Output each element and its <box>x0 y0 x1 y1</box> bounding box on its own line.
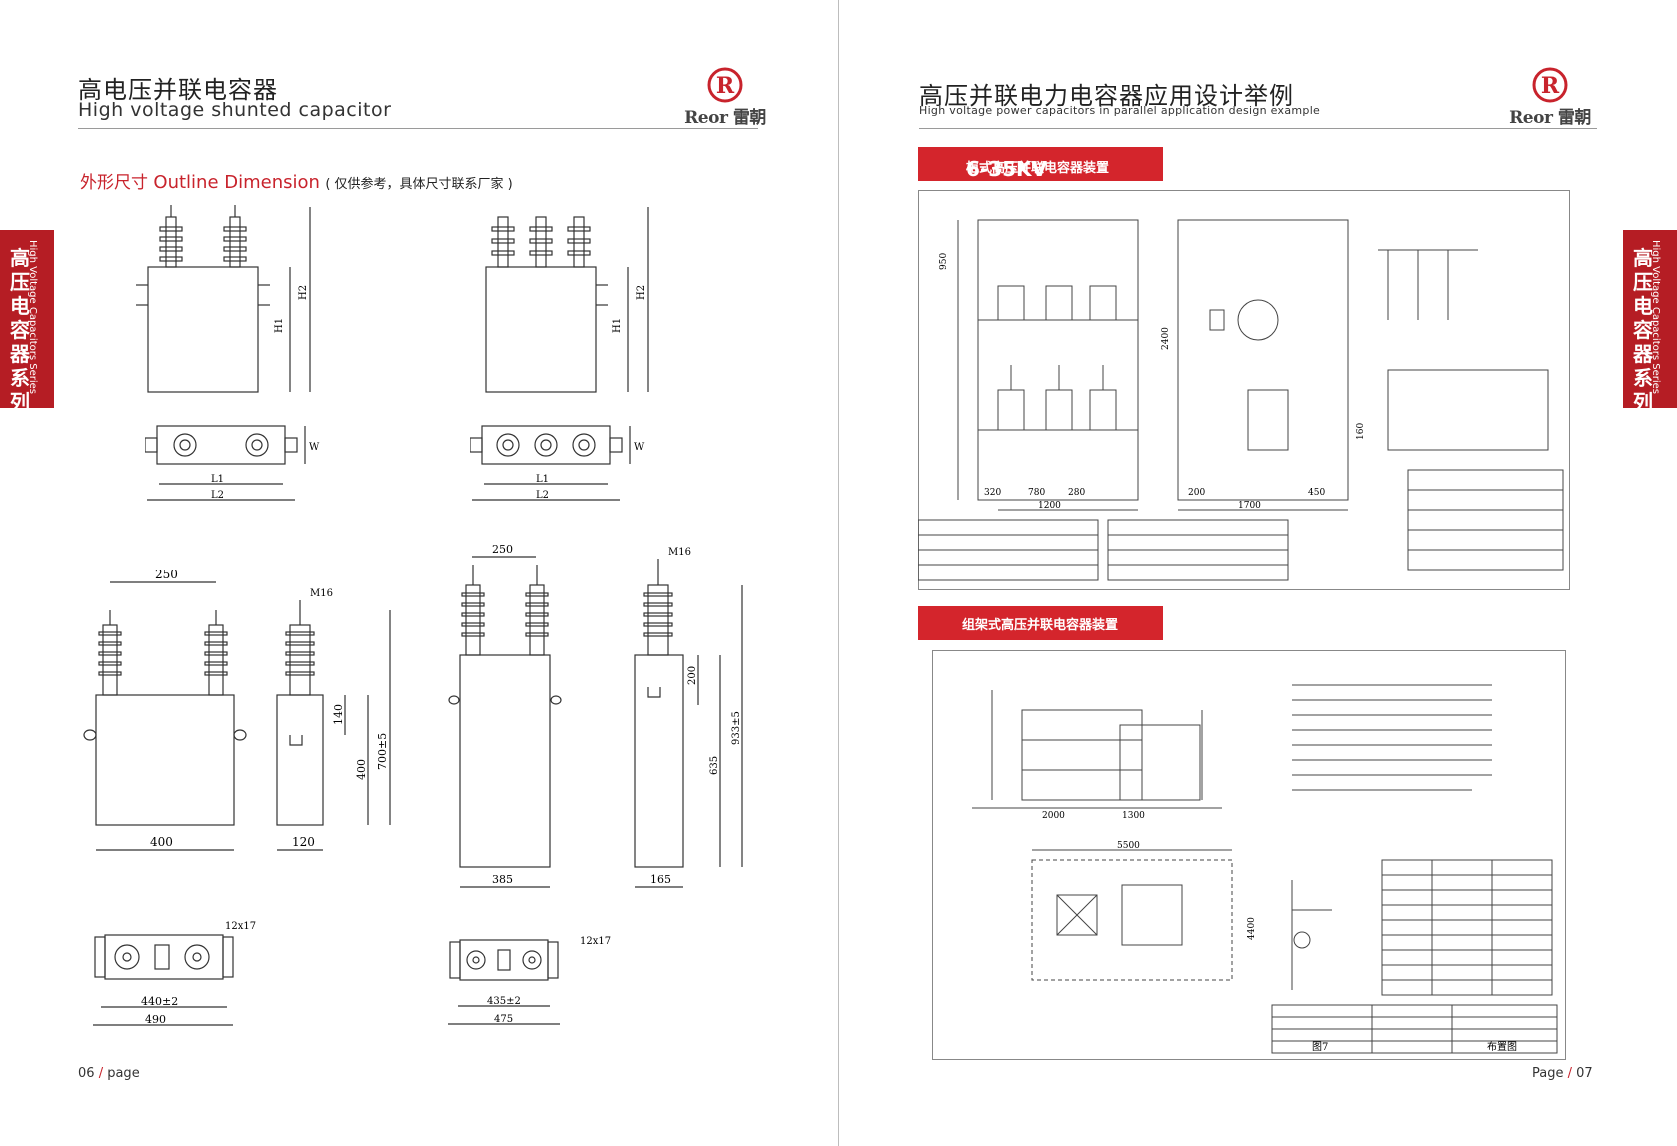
dim-120: 120 <box>292 835 315 849</box>
svg-text:R: R <box>1541 73 1560 99</box>
banner-title-2: 组架式高压并联电容器装置 <box>962 618 1119 633</box>
spine-divider <box>838 0 839 1146</box>
capacitor-2-bushing-front: H1 H2 <box>136 205 311 393</box>
dim-165: 165 <box>650 873 671 886</box>
page-title-cn: 高压并联电力电容器应用设计举例 <box>919 82 1294 110</box>
dim-140: 140 <box>332 704 345 725</box>
dim-m16-b: M16 <box>668 547 691 558</box>
logo-text: Reor 雷朝 <box>1509 108 1591 128</box>
banner-title: 柜式高压并联电容器装置 <box>966 161 1110 176</box>
dim-780: 780 <box>1028 488 1045 498</box>
dim-933: 933±5 <box>731 711 742 745</box>
capacitor-400-plan: 12x17 440±2 490 <box>93 921 256 1026</box>
label-h2: H2 <box>298 285 309 300</box>
label-w: W <box>309 442 320 453</box>
dim-200-r: 200 <box>1188 488 1205 498</box>
page-number-right: Page / 07 <box>1532 1066 1593 1081</box>
logo-text: Reor 雷朝 <box>684 108 766 128</box>
label-l2: L2 <box>211 490 224 501</box>
header-rule <box>78 128 758 129</box>
dim-5500: 5500 <box>1117 841 1140 851</box>
logo-r-icon: R <box>707 67 743 103</box>
capacitor-400-front-side: 250 400 120 M16 140 400 700±5 <box>83 570 391 851</box>
section-note: ( 仅供参考，具体尺寸联系厂家 ) <box>325 177 513 192</box>
side-tab-en: High Voltage Capacitors Series <box>1650 240 1661 395</box>
side-tab-left: 高压电容器系列 High Voltage Capacitors Series <box>0 230 54 414</box>
right-page: 高压并联电力电容器应用设计举例 High voltage power capac… <box>839 0 1677 1146</box>
page-title-en: High voltage shunted capacitor <box>78 99 392 121</box>
dim-440: 440±2 <box>141 995 178 1008</box>
dim-1300: 1300 <box>1122 811 1145 821</box>
dim-1700: 1700 <box>1238 501 1261 511</box>
capacitor-3-bushing-front: H1 H2 <box>485 207 649 393</box>
section-title-cn: 外形尺寸 <box>80 173 148 193</box>
dim-700: 700±5 <box>376 733 389 770</box>
header-rule <box>919 128 1597 129</box>
capacitor-3-bushing-top: L1 L2 W <box>470 425 645 501</box>
layout-label: 布置图 <box>1487 1041 1517 1053</box>
dim-320: 320 <box>984 488 1001 498</box>
label-h1: H1 <box>274 318 285 333</box>
dim-12x17-b: 12x17 <box>580 936 611 947</box>
brand-logo: R Reor 雷朝 <box>680 65 770 128</box>
label-l1-b: L1 <box>536 474 549 485</box>
dim-400-v: 400 <box>355 759 368 780</box>
capacitor-385-plan: 12x17 435±2 475 <box>448 936 611 1025</box>
side-tab-right: 高压电容器系列 High Voltage Capacitors Series <box>1623 230 1677 414</box>
dim-385: 385 <box>492 873 513 886</box>
section-title-en: Outline Dimension <box>153 172 320 193</box>
capacitor-2-bushing-top: L1 L2 W <box>145 425 320 501</box>
dim-435: 435±2 <box>487 996 521 1007</box>
dim-475: 475 <box>494 1014 513 1025</box>
section-heading: 外形尺寸 Outline Dimension ( 仅供参考，具体尺寸联系厂家 ) <box>80 168 513 193</box>
page-number: 07 <box>1576 1066 1593 1081</box>
dim-m16: M16 <box>310 588 333 599</box>
dim-400: 400 <box>150 835 173 849</box>
dim-2000: 2000 <box>1042 811 1065 821</box>
left-page: 高电压并联电容器 High voltage shunted capacitor … <box>0 0 838 1146</box>
dim-280: 280 <box>1068 488 1085 498</box>
cabinet-drawing: 950 2400 1200 1700 320 780 280 450 200 1… <box>918 190 1570 590</box>
dim-635: 635 <box>709 756 720 775</box>
dim-2400: 2400 <box>1161 327 1171 350</box>
dim-200: 200 <box>687 666 698 685</box>
bushing <box>159 205 183 268</box>
label-l1: L1 <box>211 474 224 485</box>
capacitor-385-front-side: 250 385 165 M16 200 635 933±5 <box>448 545 743 888</box>
page-number-left: 06 / page <box>78 1066 140 1081</box>
rack-drawing: 5500 1300 2000 4400 图7 布置图 <box>932 650 1566 1060</box>
brand-logo: R Reor 雷朝 <box>1505 65 1595 128</box>
dim-950: 950 <box>939 253 949 270</box>
banner-cabinet-type: 6-35KV 柜式高压并联电容器装置 <box>918 147 1163 181</box>
dim-490: 490 <box>145 1013 166 1026</box>
banner-voltage: 6-35KV <box>966 157 1048 181</box>
figure-label: 图7 <box>1312 1041 1328 1053</box>
page-number: 06 <box>78 1066 95 1081</box>
dim-160: 160 <box>1356 423 1366 440</box>
label-h1-b: H1 <box>612 318 623 333</box>
dim-1200: 1200 <box>1038 501 1061 511</box>
page-title-cn: 高电压并联电容器 <box>78 76 278 104</box>
side-tab-cn: 高压电容器系列 <box>10 246 30 414</box>
label-l2-b: L2 <box>536 490 549 501</box>
dim-250: 250 <box>155 570 178 581</box>
page-word: Page <box>1532 1066 1564 1081</box>
page-sep: / <box>98 1066 104 1081</box>
dim-250-b: 250 <box>492 545 513 556</box>
dim-12x17: 12x17 <box>225 921 256 932</box>
banner-rack-type: 组架式高压并联电容器装置 <box>918 606 1163 640</box>
side-tab-en: High Voltage Capacitors Series <box>27 240 38 395</box>
dim-450: 450 <box>1308 488 1325 498</box>
page-word: page <box>107 1066 140 1081</box>
dim-4400: 4400 <box>1247 917 1257 940</box>
side-tab-cn: 高压电容器系列 <box>1633 246 1653 414</box>
page-sep: / <box>1567 1066 1573 1081</box>
svg-text:R: R <box>716 73 735 99</box>
label-w-b: W <box>634 442 645 453</box>
logo-r-icon: R <box>1532 67 1568 103</box>
label-h2-b: H2 <box>636 285 647 300</box>
page-title-en: High voltage power capacitors in paralle… <box>919 104 1321 117</box>
